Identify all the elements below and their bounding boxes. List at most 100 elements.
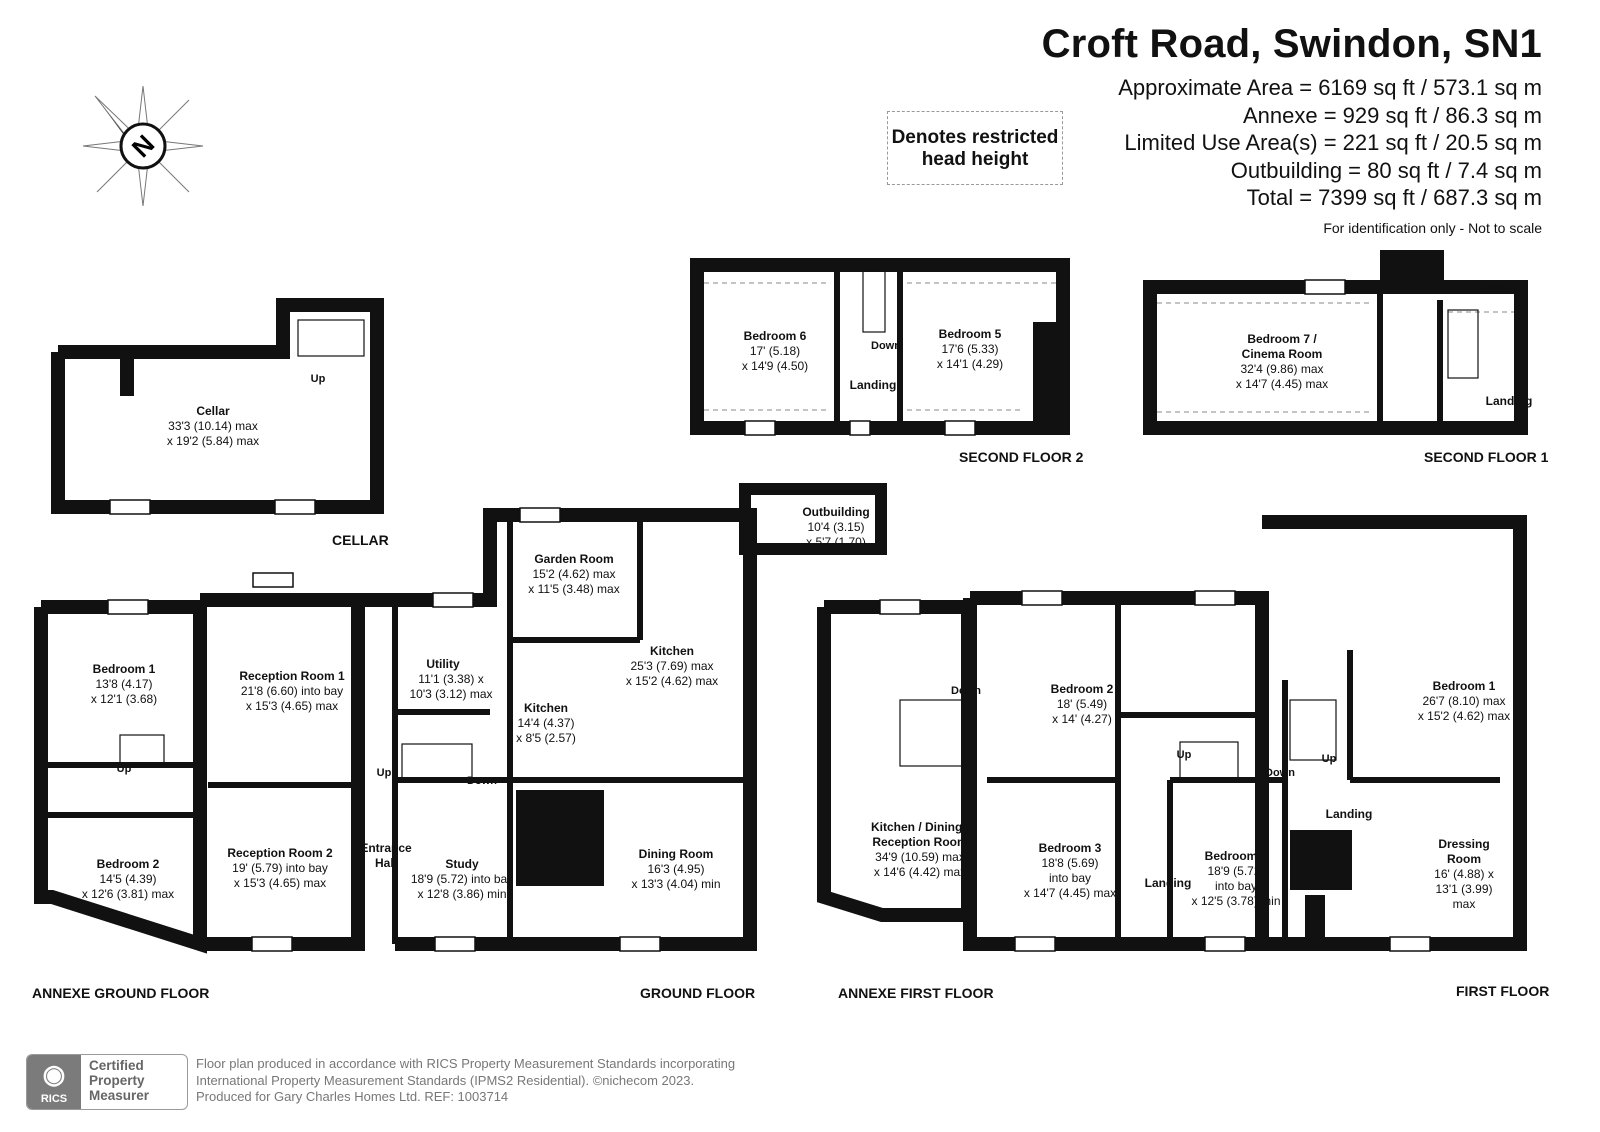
room-bed1-d2: x 15'2 (4.62) max [1418, 709, 1510, 723]
badge-text: Certified Property Measurer [89, 1058, 149, 1103]
interior-walls [41, 265, 1500, 944]
room-annexe-bed2-d1: 14'5 (4.39) [100, 872, 157, 886]
room-bed3-d3: x 14'7 (4.45) max [1024, 886, 1116, 900]
area-annexe: Annexe = 929 sq ft / 86.3 sq m [1242, 102, 1542, 128]
footer-line2: International Property Measurement Stand… [196, 1072, 695, 1088]
room-bed3-name: Bedroom 3 [1039, 841, 1102, 855]
restricted-height-legend: Denotes restricted head height [887, 111, 1063, 185]
floor-titles: CELLAR SECOND FLOOR 2 SECOND FLOOR 1 ANN… [32, 449, 1549, 1001]
room-annexe-bed1-d1: 13'8 (4.17) [96, 677, 153, 691]
room-labels: Cellar 33'3 (10.14) max x 19'2 (5.84) ma… [82, 281, 1533, 911]
room-annexe-bed1-name: Bedroom 1 [93, 662, 156, 676]
sf1-down-label: Down [1477, 281, 1507, 293]
ground-up-label: Up [377, 767, 392, 779]
rics-logo-icon: ◉ RICS [27, 1055, 81, 1109]
room-dining-d2: x 13'3 (4.04) min [632, 877, 721, 891]
annexe-ground-up-label: Up [117, 763, 132, 775]
room-bed2-d1: 18' (5.49) [1057, 697, 1107, 711]
area-summary: Approximate Area = 6169 sq ft / 573.1 sq… [1118, 74, 1542, 212]
room-annexe-bed2-name: Bedroom 2 [97, 857, 160, 871]
room-study-name: Study [445, 857, 479, 871]
room-dressing-d2: 13'1 (3.99) [1436, 882, 1493, 896]
room-outbuilding-d1: 10'4 (3.15) [808, 520, 865, 534]
windows [107, 279, 1431, 952]
room-reception2-d1: 19' (5.79) into bay [232, 861, 328, 875]
room-outbuilding-name: Outbuilding [802, 505, 869, 519]
room-annexe-bed2-d2: x 12'6 (3.81) max [82, 887, 174, 901]
room-reception1-d1: 21'8 (6.60) into bay [241, 684, 343, 698]
floor-title-annexe-ground: ANNEXE GROUND FLOOR [32, 985, 209, 1001]
compass-icon: N [82, 85, 204, 207]
room-kitchen-main-name: Kitchen [650, 644, 694, 658]
area-outbuilding: Outbuilding = 80 sq ft / 7.4 sq m [1230, 157, 1542, 183]
badge-line1: Certified [89, 1058, 144, 1073]
room-kitchen-main-d1: 25'3 (7.69) max [631, 659, 714, 673]
room-entrance-name2: Hall [375, 856, 397, 870]
room-outbuilding-d2: x 5'7 (1.70) [806, 535, 866, 549]
room-entrance-name: Entrance [360, 841, 412, 855]
badge-line2: Property [89, 1073, 145, 1088]
room-kitchen2-d1: 14'4 (4.37) [518, 716, 575, 730]
room-annexe-kitchen-d1: 34'9 (10.59) max [875, 850, 965, 864]
room-bed2-d2: x 14' (4.27) [1052, 712, 1112, 726]
room-bed4-name: Bedroom 4 [1205, 849, 1268, 863]
floor-title-second2: SECOND FLOOR 2 [959, 449, 1084, 465]
room-bed2-name: Bedroom 2 [1051, 682, 1114, 696]
identification-note: For identification only - Not to scale [1323, 220, 1542, 236]
room-bed7-d2: x 14'7 (4.45) max [1236, 377, 1328, 391]
room-kitchen2-name: Kitchen [524, 701, 568, 715]
area-limited: Limited Use Area(s) = 221 sq ft / 20.5 s… [1124, 130, 1542, 155]
room-bed7-d1: 32'4 (9.86) max [1241, 362, 1324, 376]
room-bed3-d2: into bay [1049, 871, 1091, 885]
legend-line2: head height [921, 149, 1029, 170]
room-dressing-d1: 16' (4.88) x [1434, 867, 1494, 881]
rics-logo-text: RICS [40, 1093, 68, 1105]
room-dining-name: Dining Room [639, 847, 714, 861]
first-landing-label: Landing [1145, 876, 1192, 890]
walls [34, 258, 1528, 954]
room-bed6-name: Bedroom 6 [744, 329, 807, 343]
solid-blocks [120, 250, 1444, 945]
room-bed5-d1: 17'6 (5.33) [942, 342, 999, 356]
room-cellar-d1: 33'3 (10.14) max [168, 419, 258, 433]
room-kitchen-main-d2: x 15'2 (4.62) max [626, 674, 718, 688]
footer-line1: Floor plan produced in accordance with R… [196, 1056, 736, 1071]
restricted-head-height [704, 282, 1514, 413]
room-bed5-d2: x 14'1 (4.29) [937, 357, 1003, 371]
floor-title-second1: SECOND FLOOR 1 [1424, 449, 1549, 465]
room-utility-d2: 10'3 (3.12) max [410, 687, 493, 701]
area-total: Total = 7399 sq ft / 687.3 sq m [1246, 185, 1542, 210]
room-reception1-d2: x 15'3 (4.65) max [246, 699, 338, 713]
room-bed5-name: Bedroom 5 [939, 327, 1002, 341]
room-reception2-name: Reception Room 2 [227, 846, 333, 860]
area-approx: Approximate Area = 6169 sq ft / 573.1 sq… [1118, 75, 1542, 100]
room-garden-d2: x 11'5 (3.48) max [528, 582, 619, 596]
room-dining-d1: 16'3 (4.95) [648, 862, 705, 876]
room-reception2-d2: x 15'3 (4.65) max [234, 876, 326, 890]
room-bed4-d3: x 12'5 (3.78) min [1192, 894, 1281, 908]
room-cellar-d2: x 19'2 (5.84) max [167, 434, 259, 448]
first-up-label-2: Up [1322, 753, 1337, 765]
room-bed6-d2: x 14'9 (4.50) [742, 359, 808, 373]
room-utility-name: Utility [426, 657, 460, 671]
first-landing-label-2: Landing [1326, 807, 1373, 821]
floor-title-cellar: CELLAR [332, 532, 389, 548]
room-bed6-d1: 17' (5.18) [750, 344, 800, 358]
annexe-first-down-label: Down [951, 685, 981, 697]
room-garden-name: Garden Room [534, 552, 613, 566]
property-title: Croft Road, Swindon, SN1 [1041, 22, 1542, 66]
first-up-label: Up [1177, 749, 1192, 761]
legend-line1: Denotes restricted [891, 127, 1059, 148]
ground-down-label: Down [467, 775, 497, 787]
room-annexe-bed1-d2: x 12'1 (3.68) [91, 692, 157, 706]
footer-line3: Produced for Gary Charles Homes Ltd. REF… [196, 1089, 509, 1104]
room-annexe-kitchen-d2: x 14'6 (4.42) max [874, 865, 966, 879]
room-bed4-d1: 18'9 (5.72) [1208, 864, 1265, 878]
floor-title-ground: GROUND FLOOR [640, 985, 755, 1001]
sf2-down-label: Down [871, 340, 901, 352]
floor-title-annexe-first: ANNEXE FIRST FLOOR [838, 985, 994, 1001]
sf1-landing-label: Landing [1486, 394, 1533, 408]
first-down-label: Down [1265, 767, 1295, 779]
room-bed7-name2: Cinema Room [1242, 347, 1323, 361]
